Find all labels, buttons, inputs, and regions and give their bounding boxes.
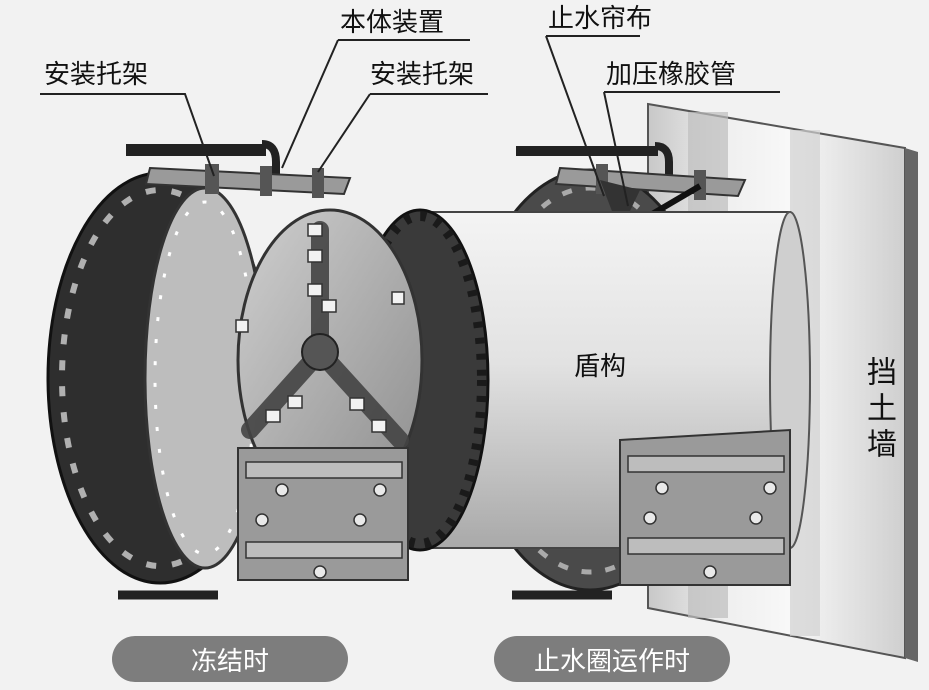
leader-mount-bracket-left [40, 93, 215, 177]
label-retaining-wall: 挡土墙 [861, 356, 896, 464]
seal-ring-left [46, 171, 274, 585]
leader-main-device [281, 39, 470, 169]
shield-machine [235, 208, 811, 586]
bracket-left [118, 140, 612, 600]
label-shield: 盾构 [574, 352, 627, 382]
caption-frozen: 冻结时 [112, 636, 348, 682]
leader-lines [40, 35, 780, 207]
leader-water-curtain [545, 35, 640, 197]
label-mount-bracket-left: 安装托架 [44, 60, 149, 90]
caption-frozen-text: 冻结时 [190, 646, 269, 677]
caption-operating-text: 止水圈运作时 [533, 646, 690, 677]
label-pressure-rubber-tube: 加压橡胶管 [606, 60, 737, 90]
leader-pressure-tube [603, 91, 780, 207]
label-main-device: 本体装置 [340, 8, 445, 38]
leader-mount-bracket-right [317, 93, 488, 173]
label-mount-bracket-right: 安装托架 [370, 60, 475, 90]
label-water-curtain: 止水帘布 [548, 4, 653, 34]
caption-operating: 止水圈运作时 [494, 636, 730, 682]
